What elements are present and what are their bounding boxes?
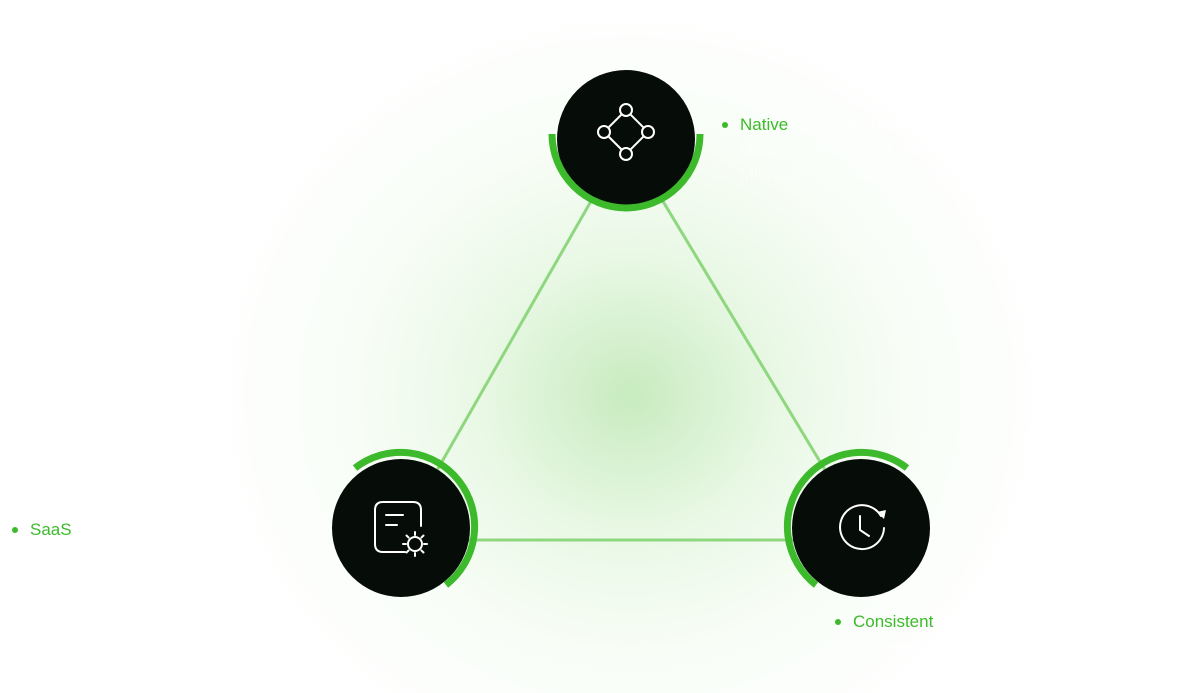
document-settings-icon — [371, 498, 431, 558]
node-left-arc — [352, 448, 479, 588]
node-left-circle — [332, 459, 470, 597]
feature-top-rest-3: Microsoft 365 suite — [740, 165, 883, 184]
bullet-dot — [12, 527, 18, 533]
feature-top-lead: Native — [740, 115, 789, 134]
feature-right: Consistent meeting management — [835, 609, 999, 659]
node-top-arc — [548, 133, 704, 212]
feature-right-rest-1: meeting — [933, 612, 999, 631]
clock-refresh-icon — [831, 498, 891, 558]
feature-left-rest-2: for operational control — [30, 545, 195, 564]
node-top-circle — [557, 70, 695, 208]
feature-top: Native connections with Teams, Outlook, … — [722, 112, 978, 187]
network-nodes-icon — [596, 102, 656, 162]
node-right-arc — [783, 448, 910, 588]
feature-right-rest-2: management — [853, 637, 953, 656]
feature-top-rest-2: Outlook, SharePoint and the — [740, 140, 954, 159]
bullet-dot — [835, 619, 841, 625]
feature-left: SaaS governance software for operational… — [12, 517, 234, 567]
feature-left-lead: SaaS — [30, 520, 72, 539]
feature-left-rest-1: governance software — [71, 520, 235, 539]
bullet-dot — [722, 122, 728, 128]
feature-right-lead: Consistent — [853, 612, 934, 631]
feature-top-rest-1: connections with Teams, — [788, 115, 978, 134]
